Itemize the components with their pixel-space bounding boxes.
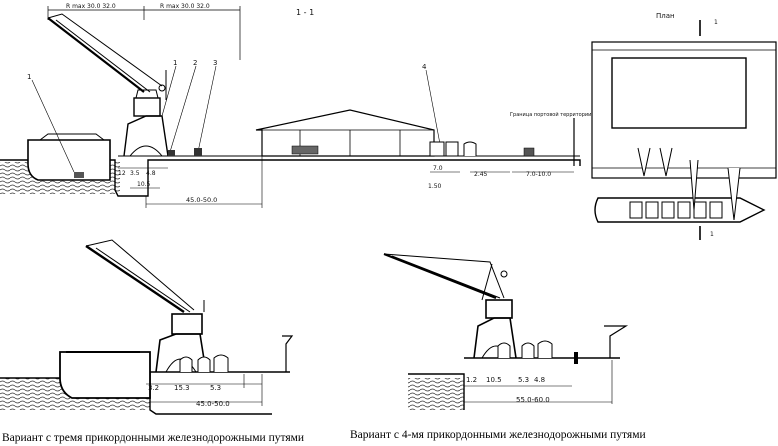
callout-2: 2 [193, 59, 197, 67]
border-post-br [604, 325, 629, 358]
ship-hull-bl [59, 351, 151, 399]
callout-4: 4 [422, 63, 427, 71]
dim-15-3-bl: 15.3 [174, 384, 190, 392]
rail-car-2 [194, 148, 202, 156]
dim-45-50-bl: 45.0-50.0 [196, 400, 230, 408]
portal-crane [47, 13, 169, 157]
rail-object-br [574, 352, 578, 364]
plan-view: План 1 1 [591, 12, 777, 240]
dim-10-5-br: 10.5 [486, 376, 502, 384]
variant-four-tracks: 1.2 10.5 5.3 4.8 55.0-60.0 [383, 252, 629, 410]
rear-loaders [429, 141, 535, 157]
warehouse [255, 109, 435, 157]
section-1-1: 1 - 1 R max 30.0 32.0 R max 30.0 [0, 3, 591, 208]
plan-mark-top: 1 [714, 19, 718, 26]
dim-1-50: 1.50 [428, 183, 442, 190]
wagons-br [497, 340, 553, 358]
reach-label-right: R max 30.0 32.0 [160, 3, 210, 10]
plan-hatches [629, 201, 723, 219]
portal-crane-br [383, 252, 517, 359]
dim-5-3-bl: 5.3 [210, 384, 221, 392]
dim-1-2-br: 1.2 [466, 376, 477, 384]
plan-title: План [656, 12, 675, 20]
rail-car-1 [168, 150, 175, 156]
ship-hull [27, 139, 111, 181]
caption-three-tracks: Вариант с тремя прикордонными железнодор… [2, 432, 305, 444]
plan-warehouse [611, 57, 747, 129]
br-dimension-lines [464, 360, 613, 404]
dim-4-8-br: 4.8 [534, 376, 545, 384]
plan-mark-bottom: 1 [710, 231, 714, 238]
dim-7-0: 7.0 [433, 165, 443, 172]
border-post-bl [282, 335, 294, 372]
plan-ship [594, 197, 766, 223]
dim-1-2: 12 [118, 170, 126, 177]
ship-hatch [39, 133, 105, 141]
reach-dimensions [47, 6, 241, 60]
dim-2-45: 2.45 [474, 171, 488, 178]
wagons-bl [179, 354, 229, 372]
callout-1-crane: 1 [173, 59, 177, 67]
dim-45-50: 45.0-50.0 [186, 196, 217, 204]
dim-10-5: 10.5 [137, 181, 151, 188]
dim-5-3-br: 5.3 [518, 376, 529, 384]
caption-four-tracks: Вариант с 4-мя прикордонными железнодоро… [350, 429, 646, 441]
top-dimension-lines [118, 156, 574, 208]
section-title: 1 - 1 [296, 8, 314, 17]
callout-leaders [31, 65, 441, 173]
ship-cargo [74, 172, 84, 178]
dim-55-60-br: 55.0-60.0 [516, 396, 550, 404]
dim-7-10: 7.0-10.0 [526, 171, 551, 178]
dim-3-5: 3.5 [130, 170, 140, 177]
plan-cranes [637, 147, 741, 221]
callout-1-left: 1 [27, 73, 31, 81]
plan-warehouse-outline [591, 41, 777, 179]
bl-dimension-lines [146, 374, 263, 406]
quay-wall [0, 159, 581, 197]
dim-4-8: 4.8 [146, 170, 156, 177]
variant-three-tracks: 3.2 15.3 5.3 45.0-50.0 [0, 239, 294, 415]
reach-label-left: R max 30.0 32.0 [66, 3, 116, 10]
dim-3-2-bl: 3.2 [148, 384, 159, 392]
water-area-br [408, 378, 464, 410]
callout-3: 3 [213, 59, 217, 67]
port-border-label: Граница портовой территории [510, 111, 591, 118]
